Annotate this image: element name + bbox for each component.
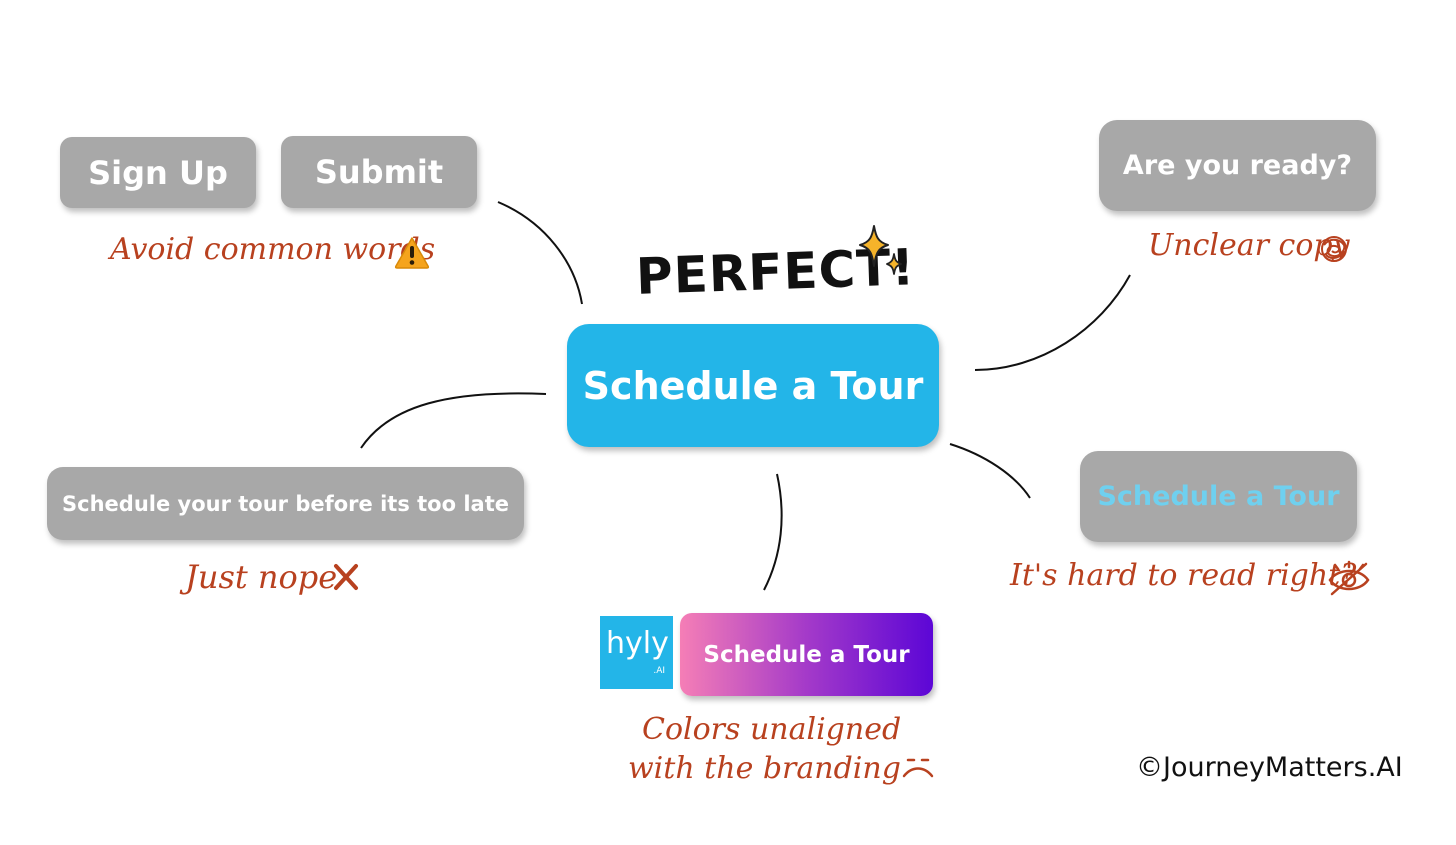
cross-icon [334,564,358,590]
warning-icon [394,237,430,269]
submit-button[interactable]: Submit [281,136,477,208]
copyright-credit: ©JourneyMatters.AI [1136,752,1403,783]
connector-right [949,443,1031,499]
primary-schedule-tour-button[interactable]: Schedule a Tour [567,324,939,447]
note-colors-unaligned-line1: Colors unaligned [642,712,902,747]
eye-slash-icon [1328,560,1370,596]
note-avoid-common-words: Avoid common words [110,232,436,267]
hyly-logo: hyly .AI [600,616,673,689]
note-just-nope: Just nope [185,558,338,596]
low-contrast-button[interactable]: Schedule a Tour [1080,451,1357,542]
hyly-logo-text: hyly [606,626,669,661]
note-colors-unaligned-line2: with the branding [628,751,901,786]
long-copy-button[interactable]: Schedule your tour before its too late [47,467,524,540]
sparkle-icon [859,225,902,275]
note-hard-to-read: It's hard to read right? [1010,558,1357,593]
hyly-logo-suffix: .AI [653,666,665,676]
connector-top-right [974,274,1131,371]
gradient-schedule-tour-button[interactable]: Schedule a Tour [680,613,933,696]
tangle-icon [1321,236,1347,262]
frown-icon [902,758,934,778]
sign-up-button[interactable]: Sign Up [60,137,256,208]
are-you-ready-button[interactable]: Are you ready? [1099,120,1376,211]
connector-top-left [497,201,583,305]
connector-left [360,392,547,449]
note-unclear-copy: Unclear copy [1148,228,1350,263]
connector-bottom [763,473,783,591]
